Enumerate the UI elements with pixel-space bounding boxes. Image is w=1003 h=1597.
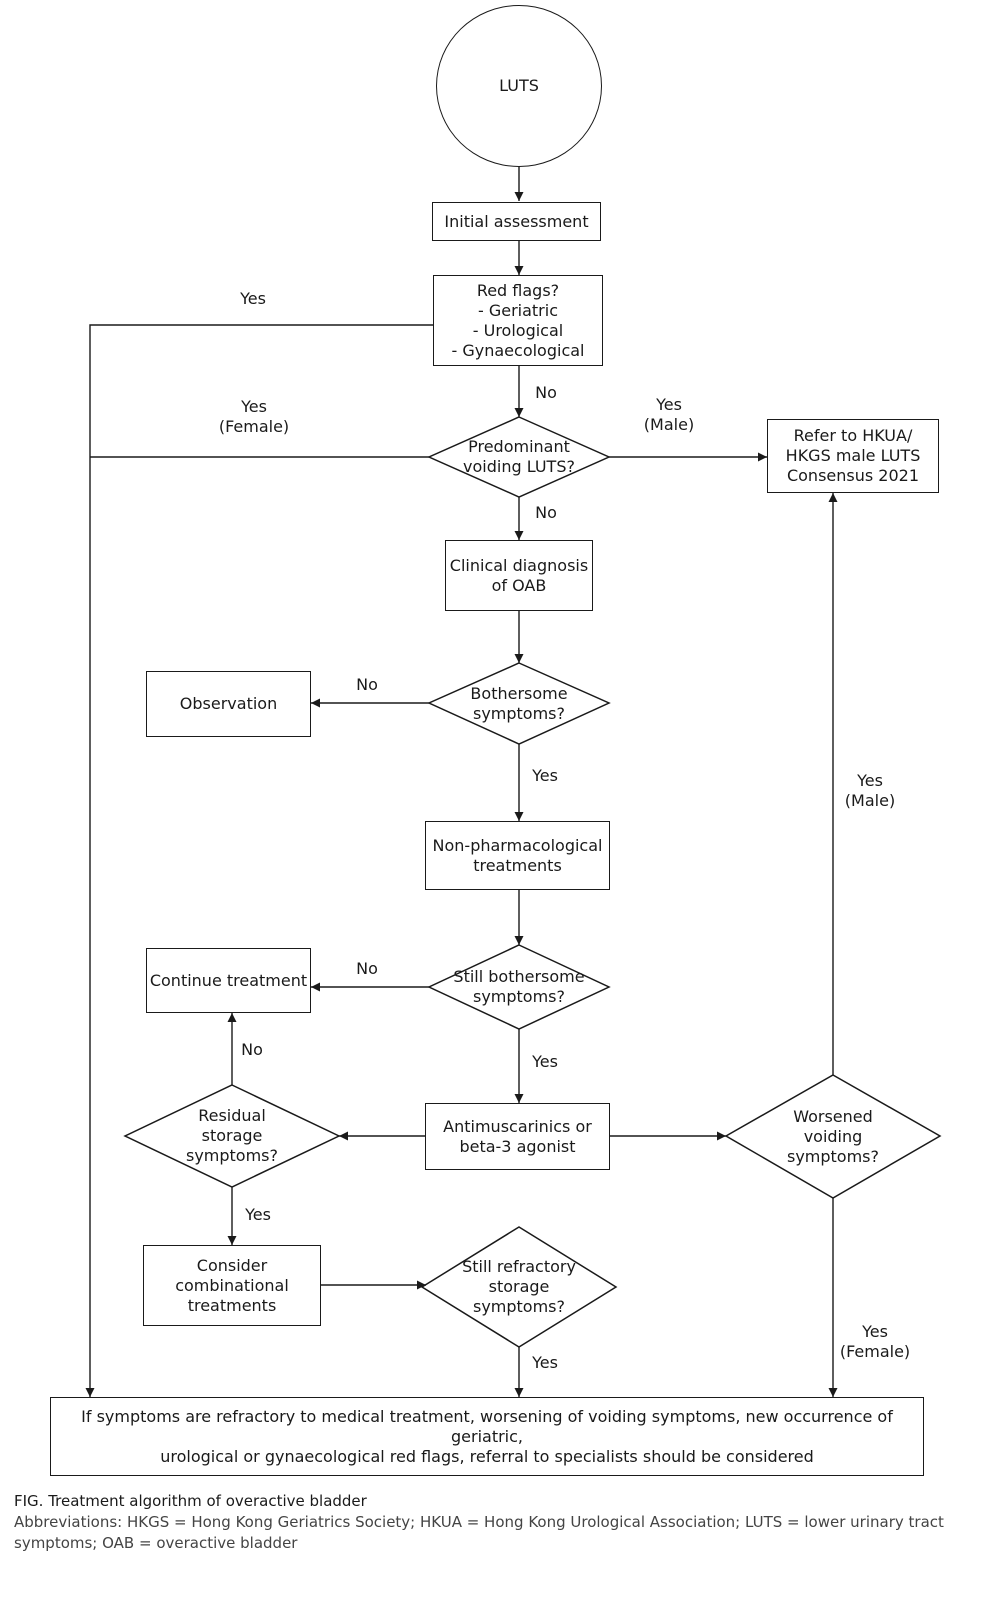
label-red-flags-yes: Yes: [240, 289, 266, 308]
predominant-voiding-text: Predominant voiding LUTS?: [463, 437, 575, 476]
label-bothersome-no: No: [356, 675, 378, 694]
worsened-voiding-text: Worsened voiding symptoms?: [786, 1106, 880, 1166]
residual-storage-text: Residual storage symptoms?: [185, 1106, 279, 1165]
red-flags-box: Red flags? - Geriatric - Urological - Gy…: [433, 275, 603, 366]
connector-layer: [85, 167, 942, 1397]
caption-abbreviations: Abbreviations: HKGS = Hong Kong Geriatri…: [14, 1513, 944, 1552]
still-refractory-text: Still refractory storage symptoms?: [462, 1257, 576, 1316]
label-voiding-yes-female: Yes (Female): [218, 397, 290, 436]
observation-box: Observation: [146, 671, 311, 737]
label-worsened-yes-male: Yes (Male): [844, 771, 896, 810]
bothersome-text: Bothersome symptoms?: [470, 683, 568, 723]
refer-hkua-box: Refer to HKUA/ HKGS male LUTS Consensus …: [767, 419, 939, 493]
flowchart: LUTS Initial assessment Red flags? - Ger…: [50, 5, 942, 1476]
label-residual-yes: Yes: [245, 1205, 271, 1224]
final-referral-box: If symptoms are refractory to medical tr…: [50, 1397, 924, 1476]
label-worsened-yes-female: Yes (Female): [839, 1322, 911, 1361]
clinical-diagnosis-box: Clinical diagnosis of OAB: [445, 540, 593, 611]
antimuscarinics-box: Antimuscarinics or beta-3 agonist: [425, 1103, 610, 1170]
continue-treatment-box: Continue treatment: [146, 948, 311, 1013]
label-red-flags-no: No: [535, 383, 557, 402]
label-voiding-no: No: [535, 503, 557, 522]
consider-combination-box: Consider combinational treatments: [143, 1245, 321, 1326]
connector-redflags-yes: [89, 324, 433, 453]
figure-caption: FIG. Treatment algorithm of overactive b…: [14, 1490, 989, 1554]
non-pharmacological-box: Non-pharmacological treatments: [425, 821, 610, 890]
label-still-bothersome-yes: Yes: [532, 1052, 558, 1071]
luts-start-node: LUTS: [436, 5, 602, 167]
label-bothersome-yes: Yes: [532, 766, 558, 785]
label-still-bothersome-no: No: [356, 959, 378, 978]
label-residual-no: No: [241, 1040, 263, 1059]
initial-assessment-box: Initial assessment: [432, 202, 601, 241]
label-refractory-yes: Yes: [532, 1353, 558, 1372]
label-voiding-yes-male: Yes (Male): [643, 395, 695, 434]
caption-title: FIG. Treatment algorithm of overactive b…: [14, 1492, 367, 1510]
still-bothersome-text: Still bothersome symptoms?: [453, 967, 585, 1006]
